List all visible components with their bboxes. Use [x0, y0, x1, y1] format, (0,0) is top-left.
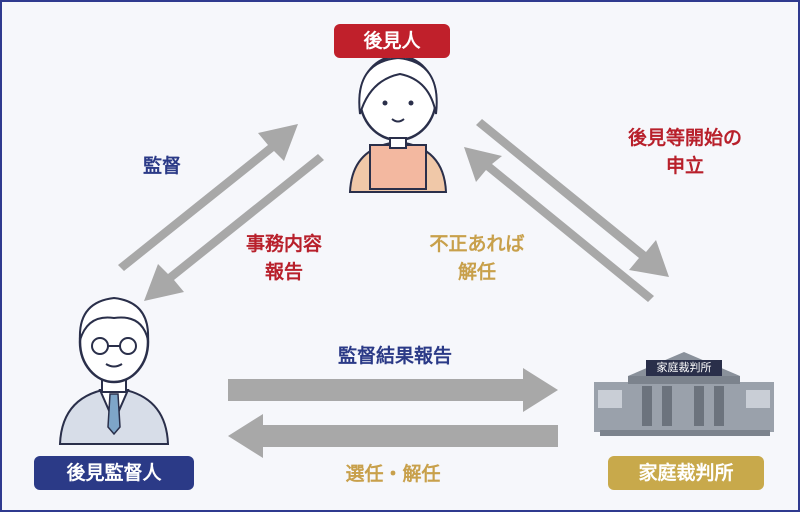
label-petition-line2: 申立 [665, 155, 704, 177]
label-report-work-line2: 報告 [264, 261, 303, 283]
arrow-appoint-dismiss [228, 414, 558, 458]
label-supervise: 監督 [142, 155, 181, 177]
court-sign: 家庭裁判所 [656, 361, 712, 374]
label-petition: 後見等開始の 申立 [600, 124, 770, 180]
arrow-petition [476, 119, 669, 277]
arrow-dismiss-if-fraud [464, 147, 654, 302]
arrow-report-work [144, 154, 324, 301]
label-dismiss-if-fraud: 不正あれば 解任 [412, 230, 542, 286]
supervisor-badge: 後見監督人 [34, 456, 194, 490]
court-building [594, 352, 774, 436]
arrow-supervision-report [228, 368, 558, 412]
label-supervision-report: 監督結果報告 [337, 345, 452, 367]
guardian-figure [348, 54, 448, 193]
label-petition-line1: 後見等開始の [627, 127, 742, 149]
label-report-work-line1: 事務内容 [245, 233, 322, 255]
label-report-work: 事務内容 報告 [226, 230, 342, 286]
guardian-badge: 後見人 [334, 24, 450, 58]
label-dismiss-line2: 解任 [457, 261, 496, 283]
court-badge: 家庭裁判所 [608, 456, 764, 490]
label-dismiss-line1: 不正あれば [429, 233, 525, 255]
label-appoint-dismiss: 選任・解任 [345, 463, 441, 485]
arrow-supervise [118, 124, 298, 271]
supervisor-figure [58, 296, 170, 445]
